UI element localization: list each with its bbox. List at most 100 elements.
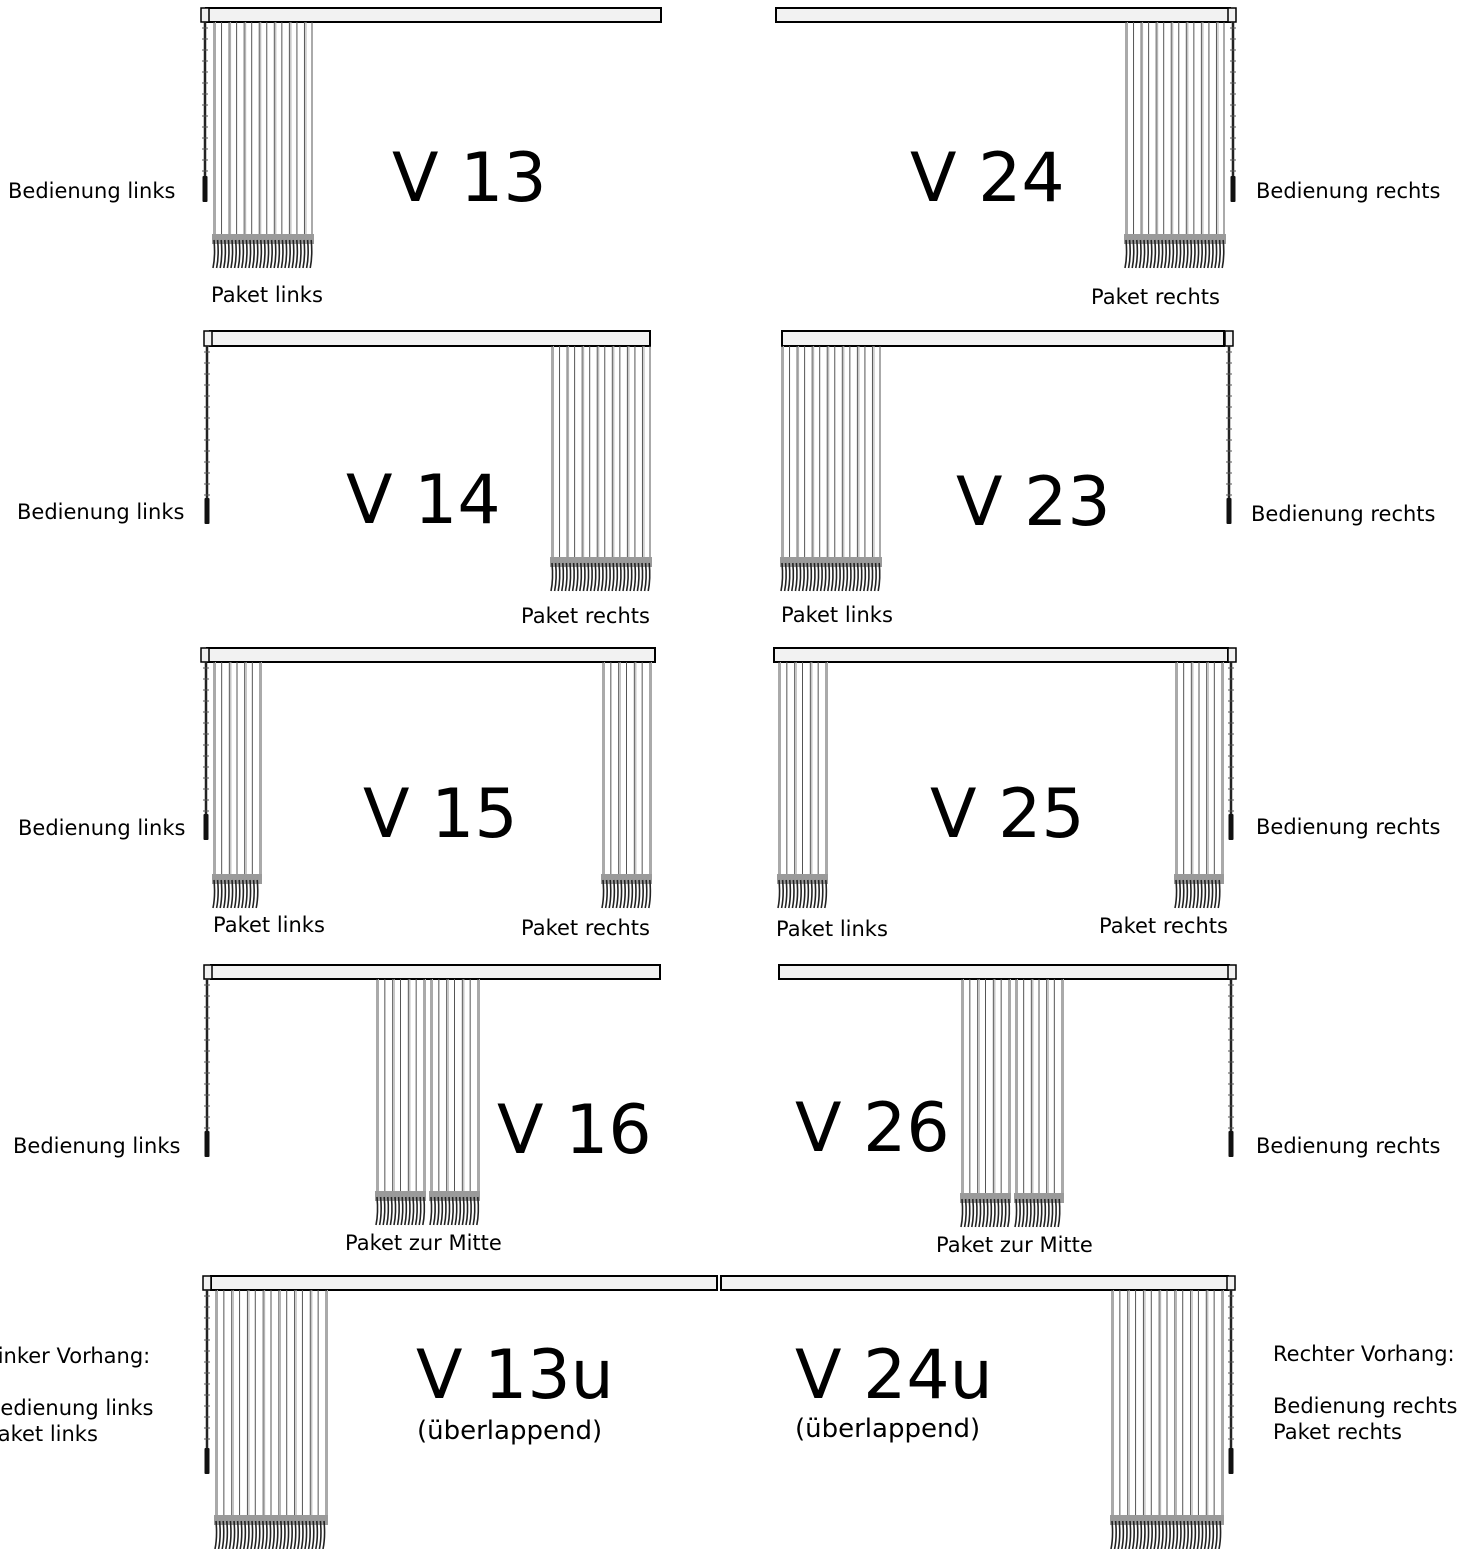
lamella-packet [1014, 979, 1064, 1228]
v16-code: V 16 [497, 1091, 652, 1170]
chain-weight [1228, 1131, 1234, 1157]
packet-head [1110, 1515, 1224, 1525]
diagram-v25 [773, 647, 1237, 909]
packet-head [550, 557, 652, 567]
lamella-packet [777, 662, 828, 909]
v24u-note: Rechter Vorhang: Bedienung rechts Paket … [1273, 1341, 1457, 1445]
chain-weight [204, 1448, 210, 1474]
packet-head [1124, 234, 1226, 244]
lamella-packet [960, 979, 1011, 1228]
lamella-packet [1174, 662, 1224, 909]
rail [775, 7, 1231, 23]
packet-head [375, 1191, 426, 1201]
rail-end-cap [1227, 647, 1237, 663]
lamella-packet [550, 346, 652, 592]
v26-control-label: Bedienung rechts [1256, 1134, 1441, 1158]
v24-control-label: Bedienung rechts [1256, 179, 1441, 203]
v24u-note-packet: Paket rechts [1273, 1420, 1402, 1444]
v15-packet-right-label: Paket rechts [521, 916, 650, 940]
lamella-packet [1110, 1290, 1224, 1549]
lamella-packet [375, 979, 426, 1226]
v25-packet-left-label: Paket links [776, 917, 888, 941]
v26-packet-label: Paket zur Mitte [936, 1233, 1093, 1257]
chain-weight [203, 814, 209, 840]
lamella-packet [780, 346, 882, 592]
chain-weight [1230, 176, 1236, 202]
chain-weight [204, 498, 210, 524]
lamella-packet [212, 662, 262, 909]
diagram-v26 [778, 964, 1237, 1228]
rail-end-cap [1224, 330, 1234, 347]
rail [773, 647, 1229, 663]
diagram-v23 [780, 330, 1234, 592]
v15-packet-left-label: Paket links [213, 913, 325, 937]
diagram-v16 [203, 964, 661, 1226]
lamella-packet [214, 1290, 328, 1549]
v24u-code: V 24u [795, 1336, 993, 1415]
v13u-note-title: Linker Vorhang: [0, 1344, 151, 1368]
v13u-note-control: Bedienung links [0, 1396, 154, 1420]
rail-end-cap [1226, 1275, 1236, 1291]
v13-control-label: Bedienung links [8, 179, 176, 203]
v24u-subtitle: (überlappend) [795, 1414, 981, 1444]
chain-weight [202, 176, 208, 202]
v25-code: V 25 [930, 775, 1085, 854]
diagram-v24 [775, 7, 1237, 269]
packet-head [1014, 1193, 1064, 1203]
diagram-v13u [202, 1275, 718, 1549]
v13u-note: Linker Vorhang: Bedienung links Paket li… [0, 1343, 153, 1447]
chain-weight [1228, 814, 1234, 840]
packet-head [1174, 874, 1224, 884]
diagram-v14 [203, 330, 652, 592]
v23-packet-label: Paket links [781, 603, 893, 627]
rail-end-cap [1227, 964, 1237, 980]
v24u-note-control: Bedienung rechts [1273, 1394, 1458, 1418]
v23-code: V 23 [956, 463, 1111, 542]
v25-packet-right-label: Paket rechts [1099, 914, 1228, 938]
rail [210, 964, 661, 980]
v14-packet-label: Paket rechts [521, 604, 650, 628]
packet-head [777, 874, 828, 884]
rail-end-cap [1227, 7, 1237, 23]
v14-code: V 14 [346, 461, 501, 540]
v16-control-label: Bedienung links [13, 1134, 181, 1158]
lamella-packet [429, 979, 480, 1226]
rail [781, 330, 1225, 347]
v13u-subtitle: (überlappend) [417, 1416, 603, 1446]
rail [210, 1275, 718, 1291]
rail-end-cap [200, 647, 210, 663]
lamella-packet [1124, 22, 1226, 269]
v13-code: V 13 [392, 139, 547, 218]
v24-packet-label: Paket rechts [1091, 285, 1220, 309]
v23-control-label: Bedienung rechts [1251, 502, 1436, 526]
diagram-v13 [200, 7, 662, 269]
packet-head [212, 874, 262, 884]
v15-code: V 15 [363, 775, 518, 854]
rail-end-cap [203, 964, 213, 980]
v26-code: V 26 [795, 1089, 950, 1168]
rail [720, 1275, 1229, 1291]
v16-packet-label: Paket zur Mitte [345, 1231, 502, 1255]
rail [209, 330, 651, 347]
rail [778, 964, 1230, 980]
packet-head [212, 234, 314, 244]
rail [206, 647, 656, 663]
rail [205, 7, 662, 23]
diagram-v15 [200, 647, 656, 909]
v14-control-label: Bedienung links [17, 500, 185, 524]
v25-control-label: Bedienung rechts [1256, 815, 1441, 839]
packet-head [960, 1193, 1011, 1203]
diagram-v24u [720, 1275, 1236, 1549]
v13u-code: V 13u [416, 1336, 614, 1415]
v13-packet-label: Paket links [211, 283, 323, 307]
rail-end-cap [202, 1275, 212, 1291]
lamella-packet [601, 662, 652, 909]
v13u-note-packet: Paket links [0, 1422, 98, 1446]
packet-head [214, 1515, 328, 1525]
rail-end-cap [203, 330, 213, 347]
rail-end-cap [200, 7, 210, 23]
chain-weight [1226, 498, 1232, 524]
chain-weight [1228, 1448, 1234, 1474]
chain-weight [204, 1131, 210, 1157]
